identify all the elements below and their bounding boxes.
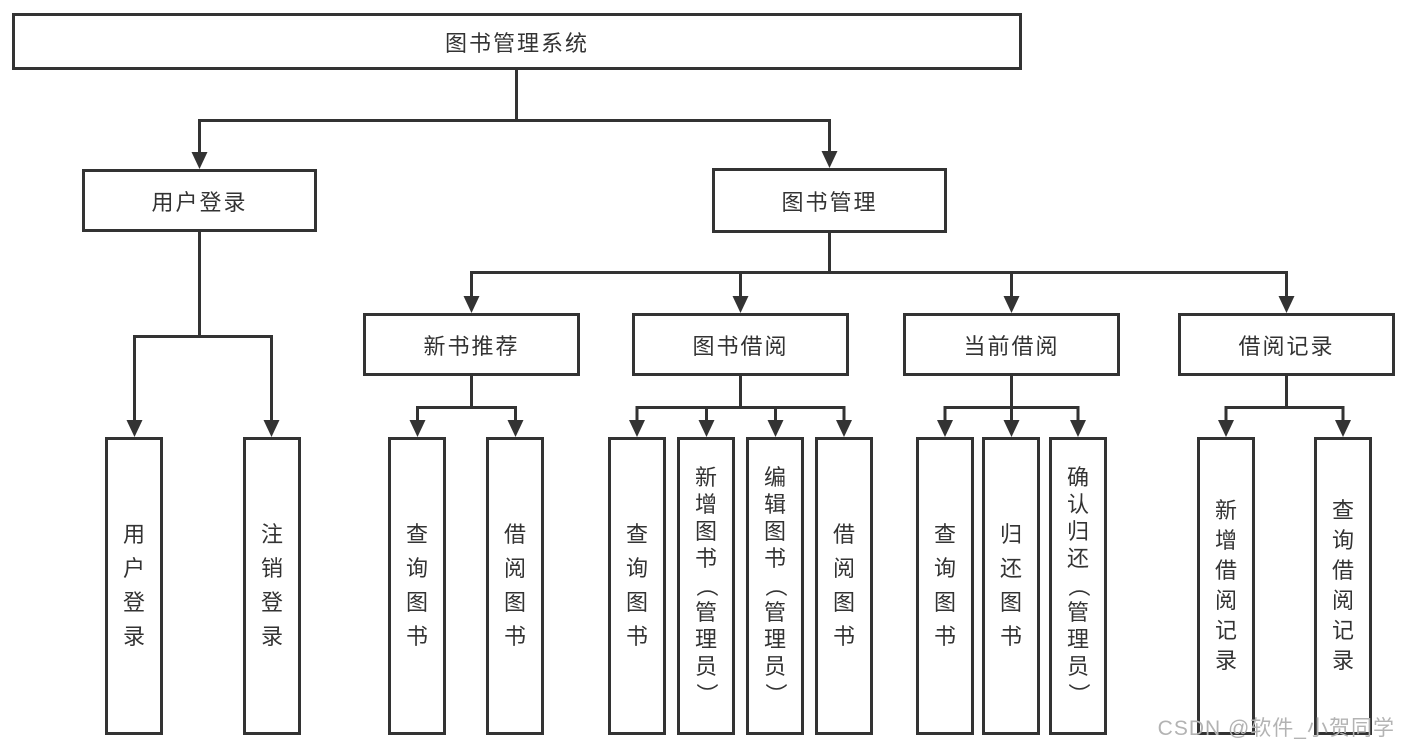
leaf-user-login: 用户登录 bbox=[105, 437, 163, 735]
leaf-edit-books-admin: 编辑图书（管理员） bbox=[746, 437, 804, 735]
leaf-label: 新增图书（管理员） bbox=[693, 465, 719, 706]
leaf-label: 查询图书 bbox=[933, 522, 956, 649]
leaf-label: 借阅图书 bbox=[503, 522, 526, 649]
leaf-logout-login: 注销登录 bbox=[243, 437, 301, 735]
node-label: 新书推荐 bbox=[423, 333, 520, 359]
leaf-add-borrow-record: 新增借阅记录 bbox=[1197, 437, 1255, 735]
leaf-label: 归还图书 bbox=[999, 522, 1022, 649]
node-book-borrowing: 图书借阅 bbox=[632, 313, 849, 376]
leaf-return-books: 归还图书 bbox=[982, 437, 1040, 735]
leaf-query-books-recommend: 查询图书 bbox=[388, 437, 446, 735]
leaf-borrow-books-borrowing: 借阅图书 bbox=[815, 437, 873, 735]
csdn-watermark: CSDN @软件_小贺同学 bbox=[1157, 717, 1395, 740]
node-label: 借阅记录 bbox=[1238, 333, 1335, 359]
node-label: 图书管理 bbox=[781, 189, 878, 215]
leaf-label: 新增借阅记录 bbox=[1214, 498, 1237, 673]
leaf-label: 用户登录 bbox=[122, 522, 145, 649]
leaf-borrow-books-recommend: 借阅图书 bbox=[486, 437, 544, 735]
node-user-login-branch: 用户登录 bbox=[82, 169, 317, 232]
leaf-query-borrow-record: 查询借阅记录 bbox=[1314, 437, 1372, 735]
leaf-label: 注销登录 bbox=[260, 522, 283, 649]
leaf-label: 确认归还（管理员） bbox=[1065, 465, 1091, 706]
node-label: 图书借阅 bbox=[692, 333, 789, 359]
node-label: 图书管理系统 bbox=[444, 30, 589, 56]
node-book-management: 图书管理 bbox=[712, 168, 947, 233]
node-current-borrowing: 当前借阅 bbox=[903, 313, 1120, 376]
leaf-label: 查询图书 bbox=[625, 522, 648, 649]
node-label: 用户登录 bbox=[151, 189, 248, 215]
node-borrow-records: 借阅记录 bbox=[1178, 313, 1395, 376]
leaf-label: 编辑图书（管理员） bbox=[762, 465, 788, 706]
leaf-label: 借阅图书 bbox=[832, 522, 855, 649]
node-label: 当前借阅 bbox=[963, 333, 1060, 359]
node-library-system: 图书管理系统 bbox=[12, 13, 1022, 70]
leaf-confirm-return-admin: 确认归还（管理员） bbox=[1049, 437, 1107, 735]
leaf-query-books-borrowing: 查询图书 bbox=[608, 437, 666, 735]
leaf-label: 查询图书 bbox=[405, 522, 428, 649]
node-new-book-recommend: 新书推荐 bbox=[363, 313, 580, 376]
leaf-query-books-current: 查询图书 bbox=[916, 437, 974, 735]
leaf-label: 查询借阅记录 bbox=[1331, 498, 1354, 673]
leaf-add-books-admin: 新增图书（管理员） bbox=[677, 437, 735, 735]
